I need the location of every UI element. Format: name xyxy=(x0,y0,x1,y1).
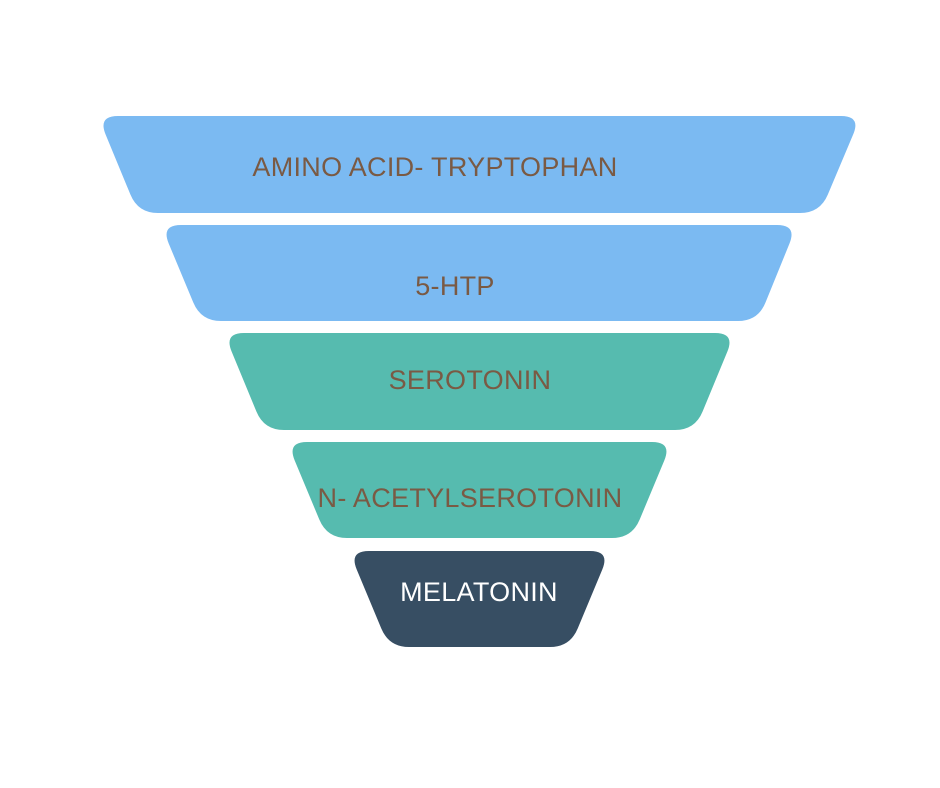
tier-shape xyxy=(292,442,667,538)
funnel-tier-5-htp: 5-HTP xyxy=(166,225,792,321)
tier-shape xyxy=(166,225,792,321)
tier-label-melatonin: MELATONIN xyxy=(400,577,558,607)
tier-label-n-acetylserotonin: N- ACETYLSEROTONIN xyxy=(318,483,623,513)
tier-shape xyxy=(354,551,605,647)
tier-label-serotonin: SEROTONIN xyxy=(389,365,552,395)
tier-shape xyxy=(103,116,856,213)
tier-shape xyxy=(229,333,730,430)
funnel-tier-n-acetylserotonin: N- ACETYLSEROTONIN xyxy=(292,442,667,538)
tier-label-5-htp: 5-HTP xyxy=(415,271,495,301)
funnel-tier-melatonin: MELATONIN xyxy=(354,551,605,647)
tier-label-tryptophan: AMINO ACID- TRYPTOPHAN xyxy=(252,152,617,182)
funnel-tier-serotonin: SEROTONIN xyxy=(229,333,730,430)
funnel-tier-tryptophan: AMINO ACID- TRYPTOPHAN xyxy=(103,116,856,213)
